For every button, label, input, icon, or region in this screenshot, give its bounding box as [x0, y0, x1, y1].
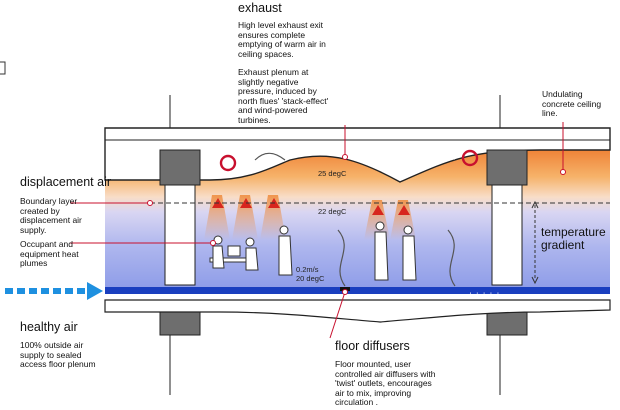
- floor-mounted-note: Floor mounted, user controlled air diffu…: [335, 359, 436, 407]
- temp-ceiling-label: 25 degC: [318, 169, 347, 178]
- svg-text:+ + + + +: + + + + +: [468, 290, 501, 299]
- floor-diffusers-heading: floor diffusers: [335, 339, 410, 353]
- floor-slab: [104, 299, 611, 323]
- occupants: [209, 221, 417, 281]
- airflow-curls: [337, 229, 456, 287]
- leader-lines: [70, 122, 566, 339]
- column-left: [164, 184, 196, 286]
- exhaust-outlet-right: [461, 149, 479, 167]
- temp-floor-label: 20 degC: [296, 274, 325, 283]
- exhaust-exit-note: High level exhaust exit ensures complete…: [238, 20, 326, 59]
- raised-floor: [105, 287, 610, 294]
- displacement-air-heading: displacement air: [20, 175, 112, 189]
- temperature-gradient-label: temperature gradient: [541, 225, 606, 252]
- exhaust-heading: exhaust: [238, 1, 282, 15]
- column-left-upper: [159, 149, 201, 186]
- undulating-ceiling-note: Undulating concrete ceiling line.: [542, 89, 602, 118]
- velocity-label: 0.2m/s: [296, 265, 319, 274]
- floor-diffuser-marks: + + + + +: [468, 290, 501, 299]
- exhaust-plenum-note: Exhaust plenum at slightly negative pres…: [238, 67, 329, 125]
- exhaust-outlet-left: [219, 154, 237, 172]
- column-right: [491, 184, 523, 286]
- healthy-air-heading: healthy air: [20, 320, 78, 334]
- temp-mid-label: 22 degC: [318, 207, 347, 216]
- column-right-upper: [486, 149, 528, 186]
- occupant-heat-note: Occupant and equipment heat plumes: [20, 239, 79, 268]
- outside-air-note: 100% outside air supply to sealed access…: [20, 340, 96, 369]
- supply-air-arrow: [5, 282, 103, 300]
- boundary-layer-note: Boundary layer created by displacement a…: [20, 196, 82, 235]
